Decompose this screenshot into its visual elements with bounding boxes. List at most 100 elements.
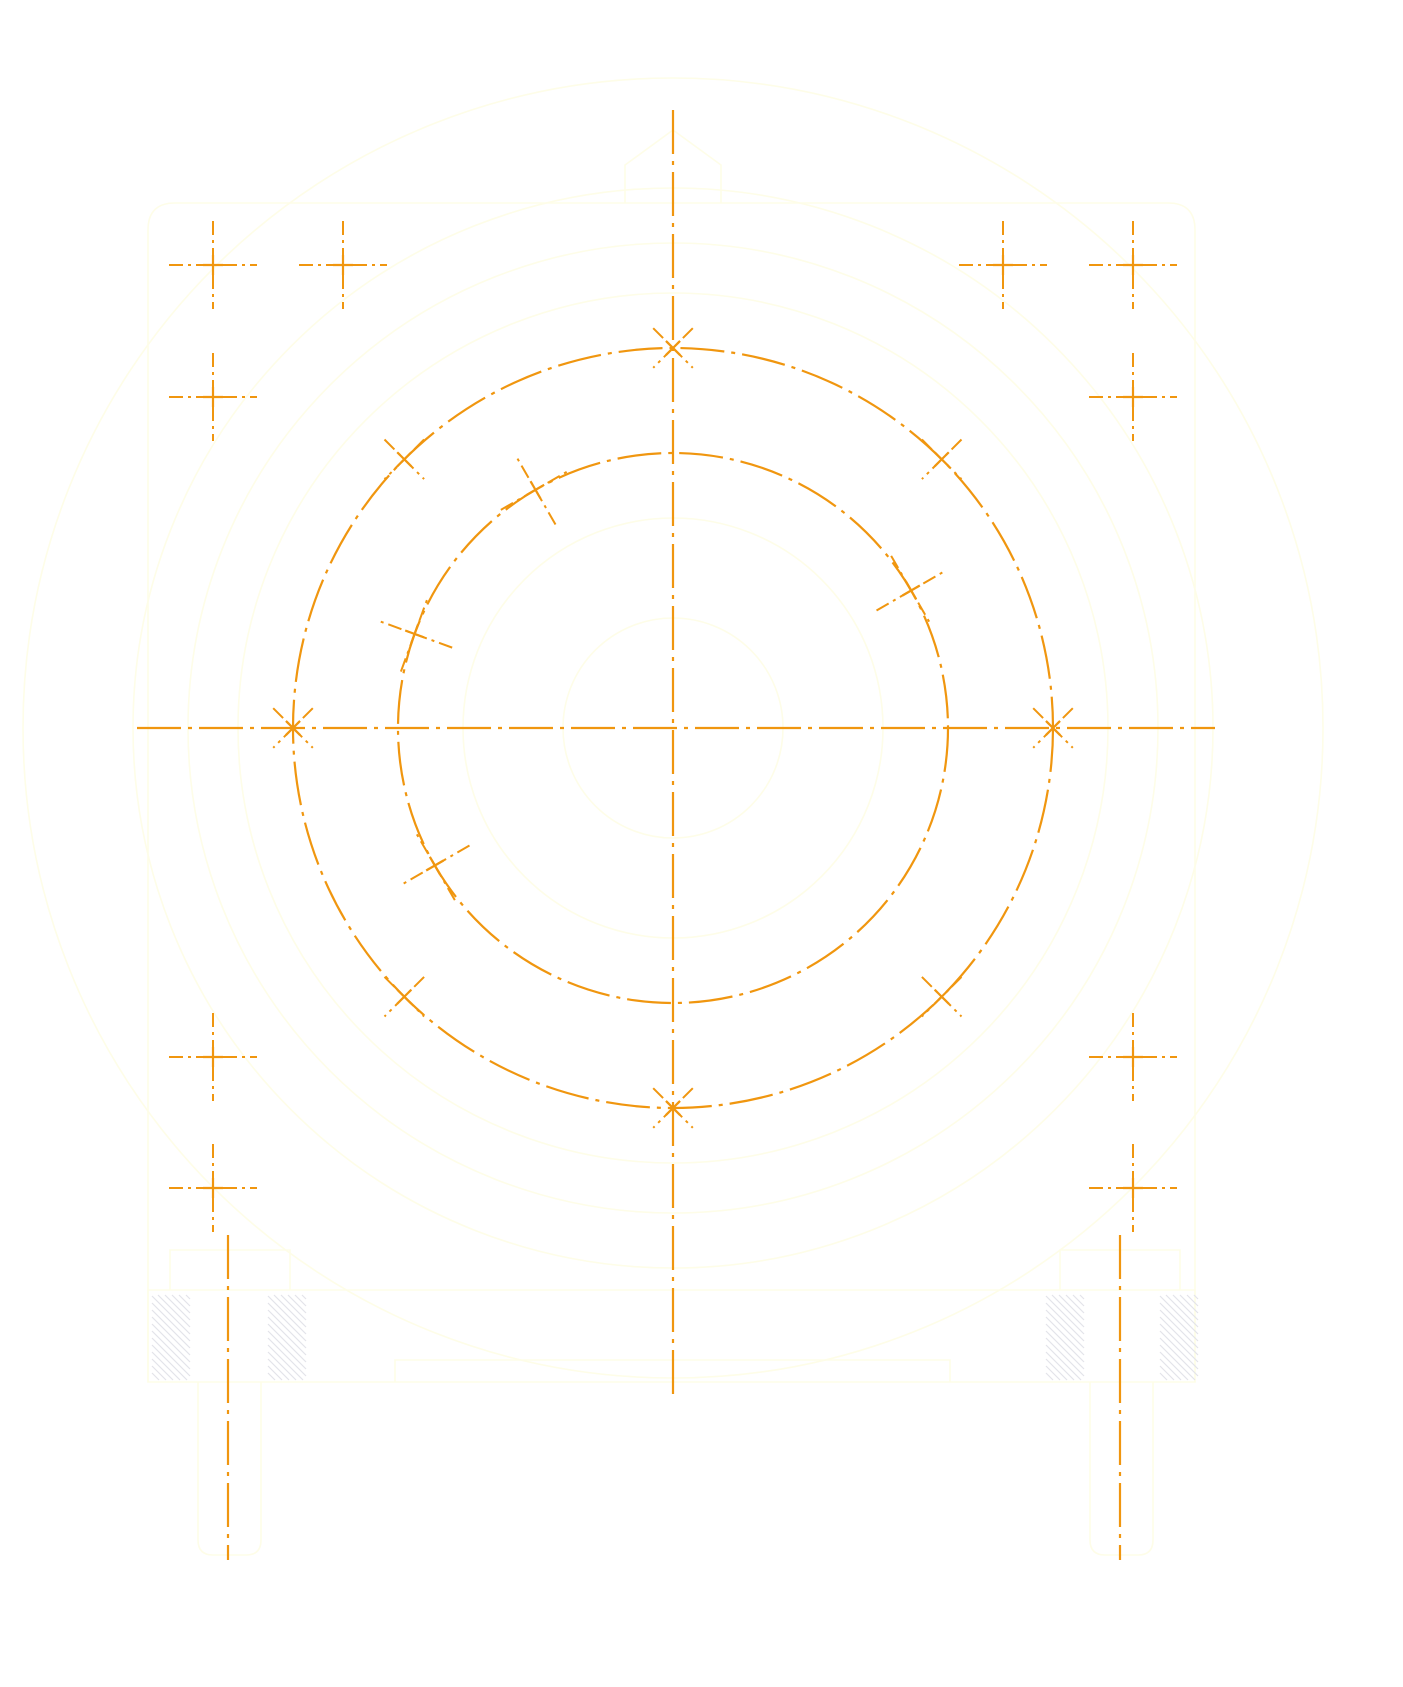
hole-cross xyxy=(399,830,470,901)
hole-center-v xyxy=(285,720,301,736)
hole-cross xyxy=(1089,1013,1177,1101)
hatch-line xyxy=(1159,1337,1199,1377)
hatch-line xyxy=(267,1351,297,1381)
hatch-line xyxy=(1179,1294,1199,1314)
hole-center-v xyxy=(665,1100,681,1116)
hatch-line xyxy=(267,1323,307,1363)
hatch-line xyxy=(1045,1323,1085,1363)
hatch-line xyxy=(1159,1358,1182,1381)
hatch-line xyxy=(301,1294,307,1300)
hatch-block xyxy=(1159,1294,1199,1381)
hatch-line xyxy=(1045,1372,1054,1381)
hatch-line xyxy=(178,1294,191,1307)
hatch-line xyxy=(267,1365,283,1381)
hatch-line xyxy=(1165,1294,1199,1328)
hole-cross xyxy=(876,555,947,626)
hole-cross xyxy=(500,454,571,525)
hatch-line xyxy=(151,1351,181,1381)
hole-center-v xyxy=(905,581,918,600)
inner-bolt-circle xyxy=(396,451,950,1005)
hatch-line xyxy=(1159,1351,1189,1381)
hatch-line xyxy=(267,1309,307,1349)
hole-cross xyxy=(299,221,387,309)
hole-cross xyxy=(383,976,425,1018)
hole-cross xyxy=(652,1087,694,1129)
hatch-line xyxy=(1045,1351,1075,1381)
hatch-line xyxy=(157,1294,191,1328)
hatch-line xyxy=(1159,1323,1199,1363)
hatch-line xyxy=(1058,1294,1085,1321)
hatch-line xyxy=(1159,1330,1199,1370)
hatch-line xyxy=(1045,1365,1061,1381)
hole-cross xyxy=(1032,707,1074,749)
hatch-line xyxy=(267,1295,307,1335)
hatch-line xyxy=(1045,1358,1068,1381)
hole-cross xyxy=(272,707,314,749)
hatch-line xyxy=(287,1294,307,1314)
left-bolt-shank xyxy=(197,1382,262,1556)
hatch-line xyxy=(151,1365,167,1381)
hatch-line xyxy=(151,1309,191,1349)
hole-marks xyxy=(169,221,1177,1232)
hole-center-v xyxy=(665,340,681,356)
hatch-line xyxy=(1186,1294,1199,1307)
hole-center-v xyxy=(933,988,950,1005)
right-bolt-shank xyxy=(1089,1382,1154,1556)
hatch-line xyxy=(151,1344,188,1381)
base-plate xyxy=(147,1289,1196,1382)
hatch-line xyxy=(1072,1294,1085,1307)
hole-cross xyxy=(169,1013,257,1101)
hatch-line xyxy=(1159,1302,1199,1342)
hatch-line xyxy=(1045,1309,1085,1349)
hole-cross xyxy=(959,221,1047,309)
hatch-line xyxy=(267,1330,307,1370)
hatch-line xyxy=(151,1323,191,1363)
centerlines xyxy=(137,110,1215,1560)
hatch-line xyxy=(1159,1295,1199,1335)
hatch-line xyxy=(1065,1294,1085,1314)
hole-cross xyxy=(1089,221,1177,309)
hatch-line xyxy=(171,1294,191,1314)
hatch-line xyxy=(1172,1294,1199,1321)
hatch-line xyxy=(1159,1365,1175,1381)
hatch-line xyxy=(1045,1344,1082,1381)
hatch-line xyxy=(151,1316,191,1356)
hatch-line xyxy=(1045,1316,1085,1356)
hatch-block xyxy=(151,1294,191,1381)
hatch-line xyxy=(164,1294,191,1321)
hatch-block xyxy=(267,1294,307,1381)
section-hatching xyxy=(151,1294,1199,1381)
hatch-line xyxy=(1045,1337,1085,1377)
hatch-line xyxy=(1051,1294,1085,1328)
hatch-line xyxy=(151,1295,191,1335)
hatch-line xyxy=(151,1302,191,1342)
hatch-line xyxy=(280,1294,307,1321)
hatch-line xyxy=(1193,1294,1199,1300)
hatch-line xyxy=(1159,1372,1168,1381)
hatch-line xyxy=(151,1372,160,1381)
hatch-line xyxy=(151,1330,191,1370)
hole-center-v xyxy=(396,451,413,468)
housing-body xyxy=(147,202,1196,1383)
hole-cross xyxy=(169,353,257,441)
hatch-line xyxy=(1159,1309,1199,1349)
hatch-line xyxy=(151,1337,191,1377)
hatch-block xyxy=(1045,1294,1085,1381)
hatch-line xyxy=(1079,1294,1085,1300)
hole-cross xyxy=(1089,1144,1177,1232)
hatch-line xyxy=(151,1358,174,1381)
hatch-line xyxy=(1045,1295,1085,1335)
hatch-line xyxy=(273,1294,307,1328)
hole-center-v xyxy=(410,624,420,644)
hatch-line xyxy=(1159,1316,1199,1356)
hole-cross xyxy=(921,438,963,480)
hole-center-v xyxy=(428,856,441,875)
hatch-line xyxy=(1159,1344,1196,1381)
hatch-line xyxy=(267,1302,307,1342)
hatch-line xyxy=(267,1372,276,1381)
hole-cross xyxy=(652,327,694,369)
hole-center-v xyxy=(526,483,545,496)
hatch-line xyxy=(1045,1302,1085,1342)
hatch-line xyxy=(1045,1330,1085,1370)
